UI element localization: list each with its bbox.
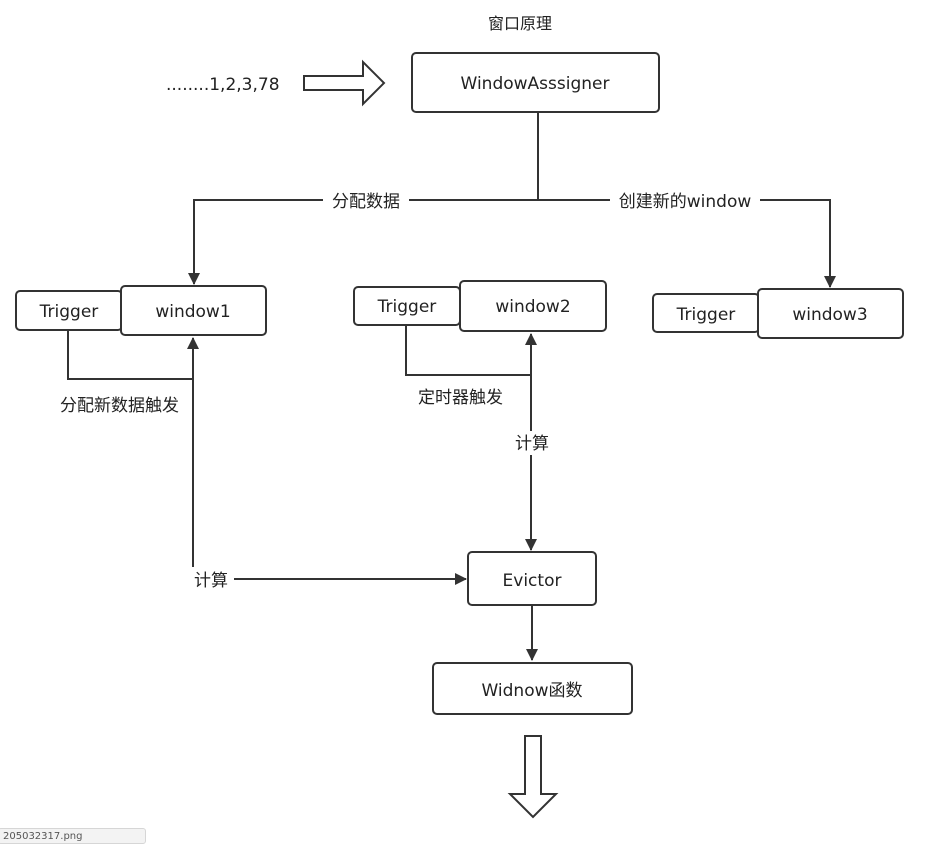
window3-label: window3 — [792, 305, 867, 325]
window1-label: window1 — [155, 302, 230, 322]
distribute-label: 分配数据 — [332, 192, 400, 212]
filename-tab: 205032317.png — [0, 828, 146, 844]
distribute-edge — [188, 199, 538, 285]
window2-label: window2 — [495, 297, 570, 317]
timer-trigger-edge — [405, 325, 537, 376]
compute-left-label: 计算 — [194, 571, 228, 591]
input-flow-arrow — [303, 59, 386, 107]
window-function-node: Widnow函数 — [432, 662, 633, 715]
trigger2-node: Trigger — [353, 286, 461, 326]
new-data-trigger-label: 分配新数据触发 — [60, 396, 179, 416]
timer-trigger-label: 定时器触发 — [418, 388, 503, 408]
create-window-label: 创建新的window — [619, 192, 752, 212]
trigger2-label: Trigger — [377, 297, 437, 317]
window-assigner-label: WindowAsssigner — [461, 74, 610, 94]
input-sequence-label: ........1,2,3,78 — [166, 75, 280, 95]
trigger1-node: Trigger — [15, 290, 123, 331]
window-function-label: Widnow函数 — [481, 681, 582, 701]
create-window-edge — [538, 199, 836, 288]
evictor-node: Evictor — [467, 551, 597, 606]
window3-node: window3 — [757, 288, 904, 339]
window2-node: window2 — [459, 280, 607, 332]
diagram-title: 窗口原理 — [488, 14, 552, 33]
compute-right-label: 计算 — [515, 434, 549, 454]
window1-node: window1 — [120, 285, 267, 336]
evictor-label: Evictor — [503, 571, 562, 591]
trigger3-node: Trigger — [652, 293, 760, 333]
output-flow-arrow — [507, 735, 559, 819]
trigger1-label: Trigger — [39, 302, 99, 322]
window-assigner-node: WindowAsssigner — [411, 52, 660, 113]
new-data-trigger-edge — [67, 330, 199, 380]
trigger3-label: Trigger — [676, 305, 736, 325]
